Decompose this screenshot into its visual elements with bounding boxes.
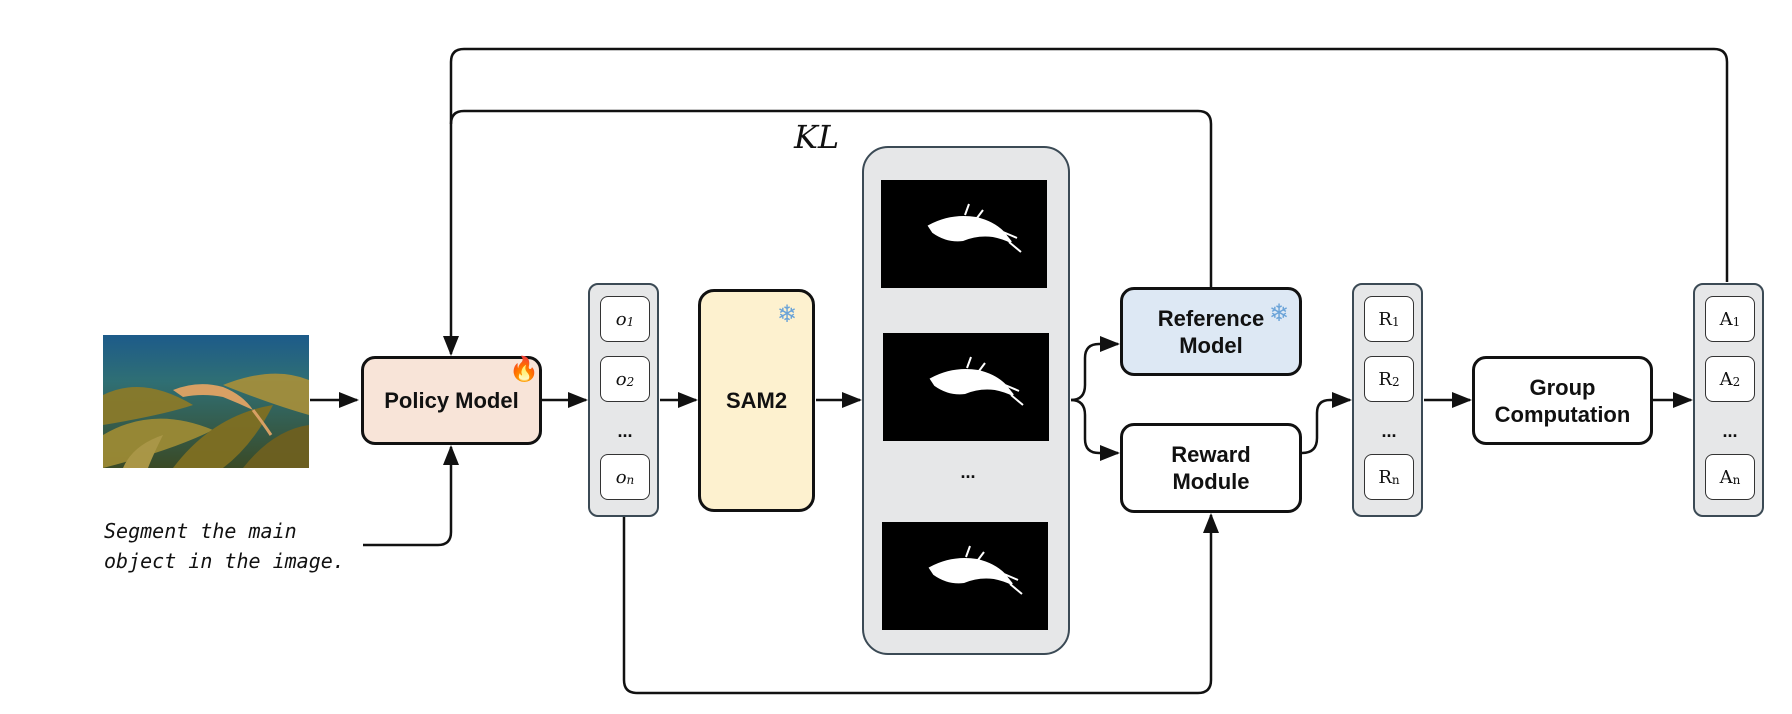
masks-to-reward-arrow	[1070, 398, 1120, 461]
snowflake-icon: ❄	[1269, 300, 1290, 327]
policy-model-box[interactable]: Policy Model	[361, 356, 542, 445]
masks-to-reference-arrow	[1070, 336, 1120, 402]
fire-icon: 🔥	[509, 356, 539, 383]
reference-model-box[interactable]: Reference Model	[1120, 287, 1302, 376]
outputs-to-reward-arrow	[622, 513, 1219, 695]
group-computation-box[interactable]: Group Computation	[1472, 356, 1653, 445]
prompt-to-policy-arrow	[363, 445, 459, 547]
advantage-feedback-arrow	[443, 47, 1729, 356]
rewards-dots: ...	[1381, 421, 1397, 441]
group-computation-label: Group Computation	[1494, 374, 1631, 427]
kl-feedback-line	[449, 109, 1213, 287]
sam2-label: SAM2	[725, 388, 788, 413]
reward-module-label: Reward Module	[1171, 442, 1251, 494]
mask-image	[882, 522, 1048, 630]
mask-image	[883, 333, 1049, 441]
reward-to-rewards-arrow	[1301, 392, 1352, 455]
snowflake-icon: ❄	[777, 301, 798, 328]
reference-model-label: Reference Model	[1157, 305, 1265, 358]
input-image	[103, 335, 309, 468]
mask-image	[881, 180, 1047, 288]
sam2-box[interactable]: SAM2	[698, 289, 815, 512]
advantages-dots: ...	[1722, 421, 1738, 441]
reward-module-box[interactable]: Reward Module	[1120, 423, 1302, 513]
masks-dots: ...	[960, 462, 976, 482]
policy-model-label: Policy Model	[384, 388, 519, 413]
prompt-text: Segment the main object in the image.	[104, 519, 345, 573]
kl-label: KL	[794, 118, 840, 156]
outputs-dots: ...	[617, 421, 633, 441]
